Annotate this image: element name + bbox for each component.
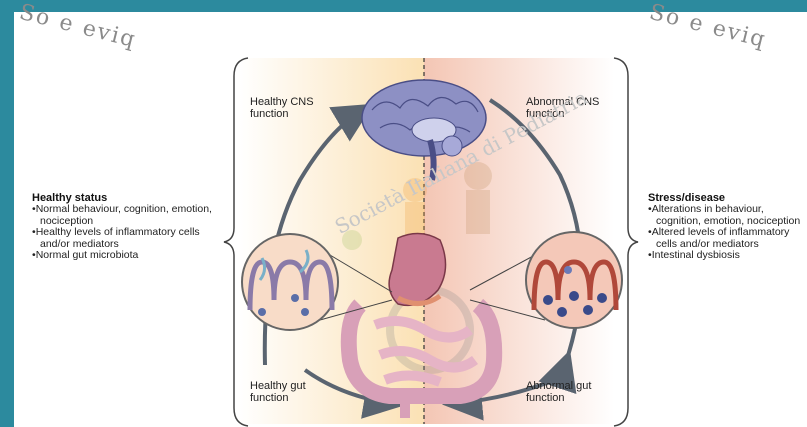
abnormal-gut-line-1: Abnormal gut [526,380,591,392]
healthy-status-item: Normal gut microbiota [32,250,228,262]
healthy-gut-line-2: function [250,392,306,404]
healthy-gut-label: Healthy gut function [250,380,306,404]
stress-disease-item: Altered levels of inflammatory cells and… [648,227,805,250]
healthy-cns-line-1: Healthy CNS [250,96,314,108]
healthy-status-panel: Healthy status Normal behaviour, cogniti… [32,192,228,262]
healthy-gut-line-1: Healthy gut [250,380,306,392]
healthy-cns-line-2: function [250,108,314,120]
healthy-status-item: Healthy levels of inflammatory cells and… [32,227,228,250]
stress-disease-panel: Stress/disease Alterations in behaviour,… [648,192,805,262]
stress-disease-list: Alterations in behaviour, cognition, emo… [648,204,805,262]
healthy-status-list: Normal behaviour, cognition, emotion, no… [32,204,228,262]
abnormal-gut-line-2: function [526,392,591,404]
stress-disease-item: Alterations in behaviour, cognition, emo… [648,204,805,227]
healthy-cns-label: Healthy CNS function [250,96,314,120]
healthy-status-item: Normal behaviour, cognition, emotion, no… [32,204,228,227]
right-brace [614,58,638,426]
abnormal-gut-label: Abnormal gut function [526,380,591,404]
stress-disease-item: Intestinal dysbiosis [648,250,805,262]
